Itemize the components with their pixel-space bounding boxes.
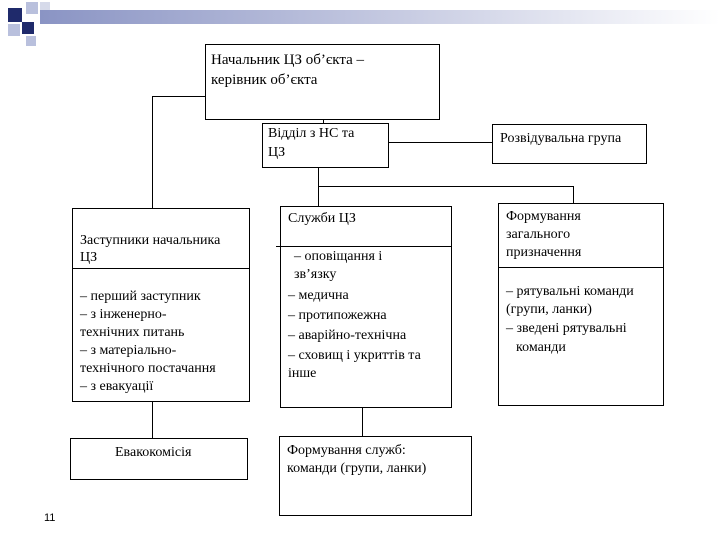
service-formations-box xyxy=(279,436,472,516)
general-item: команди xyxy=(516,340,566,355)
services-item: інше xyxy=(288,366,317,381)
corner-square-dark xyxy=(22,22,34,34)
deputies-box xyxy=(72,208,250,402)
services-item: – аварійно-технічна xyxy=(288,328,407,343)
corner-square-light xyxy=(40,2,50,12)
department-box xyxy=(262,123,389,168)
service-formations-line-2: команди (групи, ланки) xyxy=(287,461,427,476)
connector-bus-general xyxy=(573,186,574,203)
services-item: – оповіщання і xyxy=(294,249,383,264)
head-box xyxy=(205,44,440,120)
corner-square-light xyxy=(26,36,36,46)
connector-left-horizontal xyxy=(152,96,205,97)
department-line-1: Відділ з НС та xyxy=(268,126,355,141)
general-item: (групи, ланки) xyxy=(506,302,592,317)
services-item: – протипожежна xyxy=(288,308,387,323)
services-item: зв’язку xyxy=(294,267,337,282)
head-line-2: керівник об’єкта xyxy=(211,72,318,88)
page-number: 11 xyxy=(44,512,56,524)
deputies-item: – перший заступник xyxy=(80,289,201,304)
head-line-1: Начальник ЦЗ об’єкта – xyxy=(211,52,365,68)
services-item: – сховищ і укриттів та xyxy=(288,348,421,363)
evac-box xyxy=(70,438,248,480)
corner-square-light xyxy=(8,24,20,36)
services-divider xyxy=(276,246,452,247)
services-box xyxy=(280,206,452,408)
deputies-item: – з інженерно- xyxy=(80,307,167,322)
deputies-title-1: Заступники начальника xyxy=(80,233,221,248)
general-title-3: призначення xyxy=(506,245,582,260)
corner-square-dark xyxy=(8,8,22,22)
general-divider xyxy=(498,267,664,268)
title-bar-gradient xyxy=(40,10,720,24)
connector-deputies-evac xyxy=(152,402,153,438)
recon-box xyxy=(492,124,647,164)
connector-bus xyxy=(318,186,574,187)
deputies-title-2: ЦЗ xyxy=(80,250,98,265)
connector-head-department xyxy=(323,120,324,124)
general-item: – зведені рятувальні xyxy=(506,321,627,336)
department-line-2: ЦЗ xyxy=(268,145,286,160)
evac-label: Евакокомісія xyxy=(115,445,192,460)
deputies-item: – з евакуації xyxy=(80,379,154,394)
recon-label: Розвідувальна група xyxy=(500,131,622,146)
general-title-2: загального xyxy=(506,227,571,242)
deputies-item: технічного постачання xyxy=(80,361,216,376)
general-title-1: Формування xyxy=(506,209,581,224)
connector-services-formations xyxy=(362,408,363,436)
connector-bus-services xyxy=(318,186,319,206)
deputies-divider xyxy=(72,268,250,269)
services-item: – медична xyxy=(288,288,349,303)
deputies-item: – з матеріально- xyxy=(80,343,177,358)
connector-department-down xyxy=(318,168,319,186)
connector-left-vertical xyxy=(152,96,153,208)
services-title: Служби ЦЗ xyxy=(288,211,356,226)
corner-square-light xyxy=(26,2,38,14)
connector-department-recon xyxy=(388,142,492,143)
deputies-item: технічних питань xyxy=(80,325,185,340)
general-formations-box xyxy=(498,203,664,406)
general-item: – рятувальні команди xyxy=(506,284,634,299)
service-formations-line-1: Формування служб: xyxy=(287,443,406,458)
